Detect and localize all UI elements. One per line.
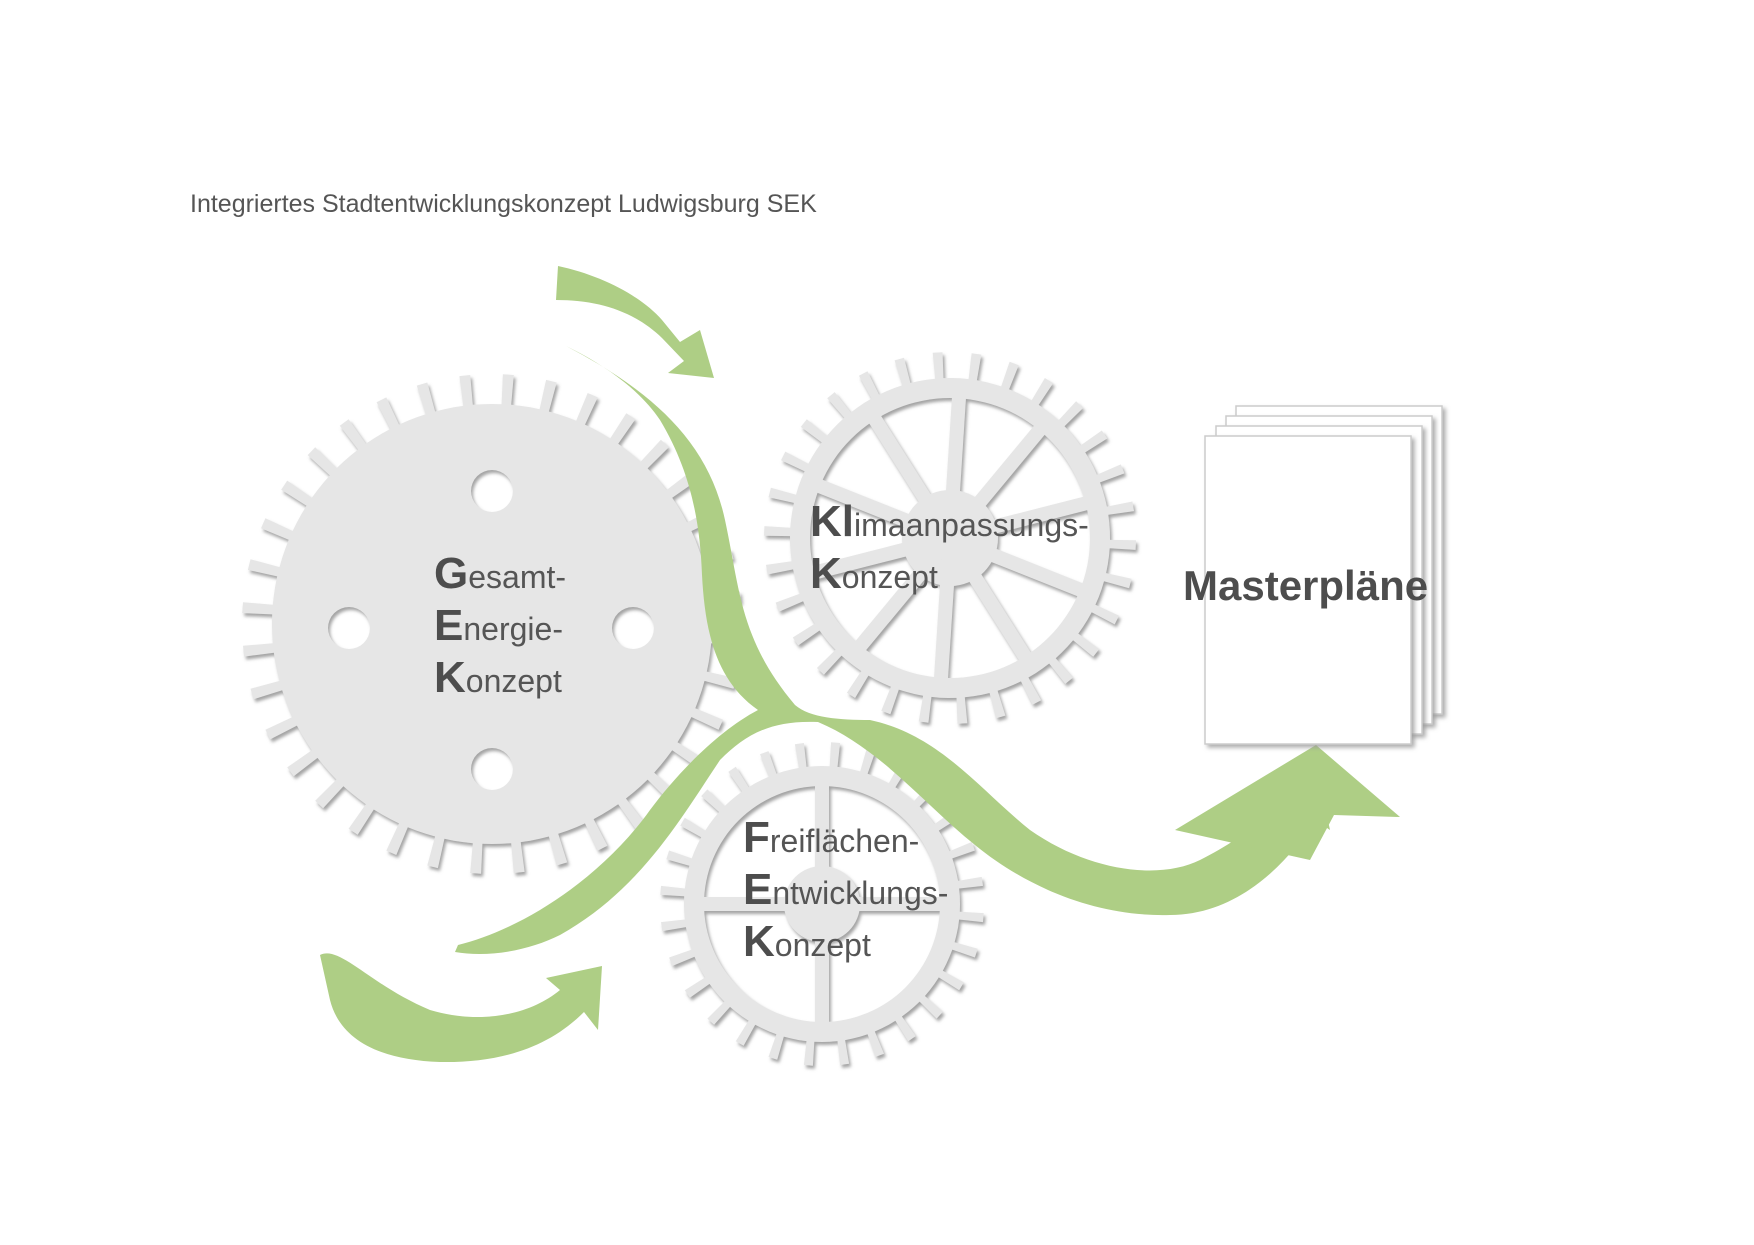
fek-line-1: Freiflächen-	[743, 812, 948, 864]
gear-kk-spoke-6	[808, 531, 952, 581]
gear-kk-spoke-2	[947, 531, 1087, 598]
fek-rest-3: onzept	[774, 927, 871, 963]
gear-kk-spoke-9	[943, 393, 967, 539]
gear-kk-spoke-8	[867, 412, 956, 542]
paper-sheet-1	[1204, 435, 1412, 745]
arrow-bottom-icon	[320, 953, 602, 1063]
gear-kk-spoke-1	[948, 495, 1092, 545]
fek-rest-2: ntwicklungs-	[772, 875, 949, 911]
gek-line-3: Konzept	[434, 652, 566, 704]
gear-gek-icon	[242, 374, 742, 874]
kk-line-1: Klimaanpassungs-	[810, 496, 1089, 548]
flow-arrows	[320, 266, 1400, 1063]
output-label-masterplaene: Masterpläne	[1183, 562, 1429, 609]
fek-initial-2: E	[743, 865, 773, 914]
fek-line-2: Entwicklungs-	[743, 864, 948, 916]
gear-kk-spoke-3	[944, 534, 1033, 664]
gek-line-2: Energie-	[434, 600, 566, 652]
gear-fek-icon	[660, 742, 984, 1066]
gek-initial-1: G	[434, 549, 469, 598]
arrow-top-icon	[556, 266, 714, 378]
arrow-main-icon	[455, 346, 1330, 955]
kk-initial-2: K	[810, 549, 842, 598]
fek-initial-3: K	[743, 917, 775, 966]
gear-fek-label: Freiflächen- Entwicklungs- Konzept	[743, 812, 948, 968]
gek-rest-1: esamt-	[468, 559, 567, 595]
kk-rest-2: onzept	[841, 559, 938, 595]
gear-kk-icon	[764, 352, 1136, 724]
kk-line-2: Konzept	[810, 548, 1089, 600]
gek-line-1: Gesamt-	[434, 548, 566, 600]
kk-rest-1: imaanpassungs-	[854, 507, 1089, 543]
gek-initial-2: E	[434, 601, 464, 650]
gear-gek-label: Gesamt- Energie- Konzept	[434, 548, 566, 704]
gek-rest-2: nergie-	[463, 611, 563, 647]
arrow-head-icon	[1175, 745, 1400, 860]
gear-kk-spoke-10	[944, 422, 1048, 543]
gear-kk-spoke-7	[813, 478, 953, 545]
gear-gek-body	[242, 374, 742, 874]
fek-initial-1: F	[743, 813, 770, 862]
kk-initial-1: Kl	[810, 497, 854, 546]
diagram-title: Integriertes Stadtentwicklungskonzept Lu…	[190, 190, 817, 218]
gear-kk-label: Klimaanpassungs- Konzept	[810, 496, 1089, 600]
gear-kk-spoke-4	[933, 537, 957, 683]
fek-rest-1: reiflächen-	[769, 823, 920, 859]
gek-initial-3: K	[434, 653, 466, 702]
fek-line-3: Konzept	[743, 916, 948, 968]
gek-rest-3: onzept	[465, 663, 562, 699]
gear-kk-spoke-5	[852, 533, 956, 654]
document-stack-icon	[1204, 405, 1443, 745]
